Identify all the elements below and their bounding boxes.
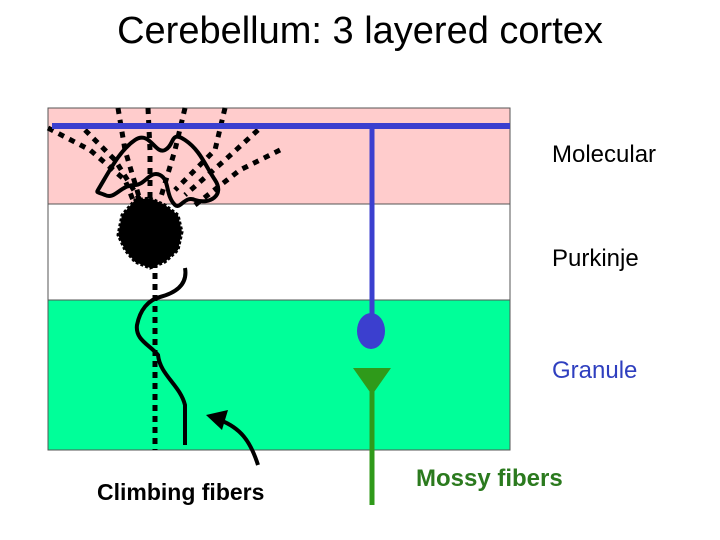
cortex-outline (47, 107, 511, 451)
climbing-fiber (134, 267, 188, 445)
granule-layer-label: Granule (552, 357, 638, 384)
molecular-layer-label: Molecular (552, 141, 657, 168)
climbing-fiber-arrow-shaft (219, 418, 260, 466)
purkinje-layer (48, 204, 510, 300)
granule-cell (357, 313, 385, 349)
climbing-fiber-arrowhead (206, 410, 228, 430)
granule-layer (48, 300, 510, 450)
climbing-fibers-label: Climbing fibers (97, 479, 265, 505)
purkinje-dendrite-tree (95, 134, 221, 209)
mossy-fiber-terminal (353, 368, 391, 395)
purkinje-cell-body (116, 196, 184, 270)
diagram-title: Cerebellum: 3 layered cortex (117, 10, 603, 52)
mossy-fibers-label: Mossy fibers (416, 465, 563, 492)
purkinje-layer-label: Purkinje (552, 245, 639, 272)
